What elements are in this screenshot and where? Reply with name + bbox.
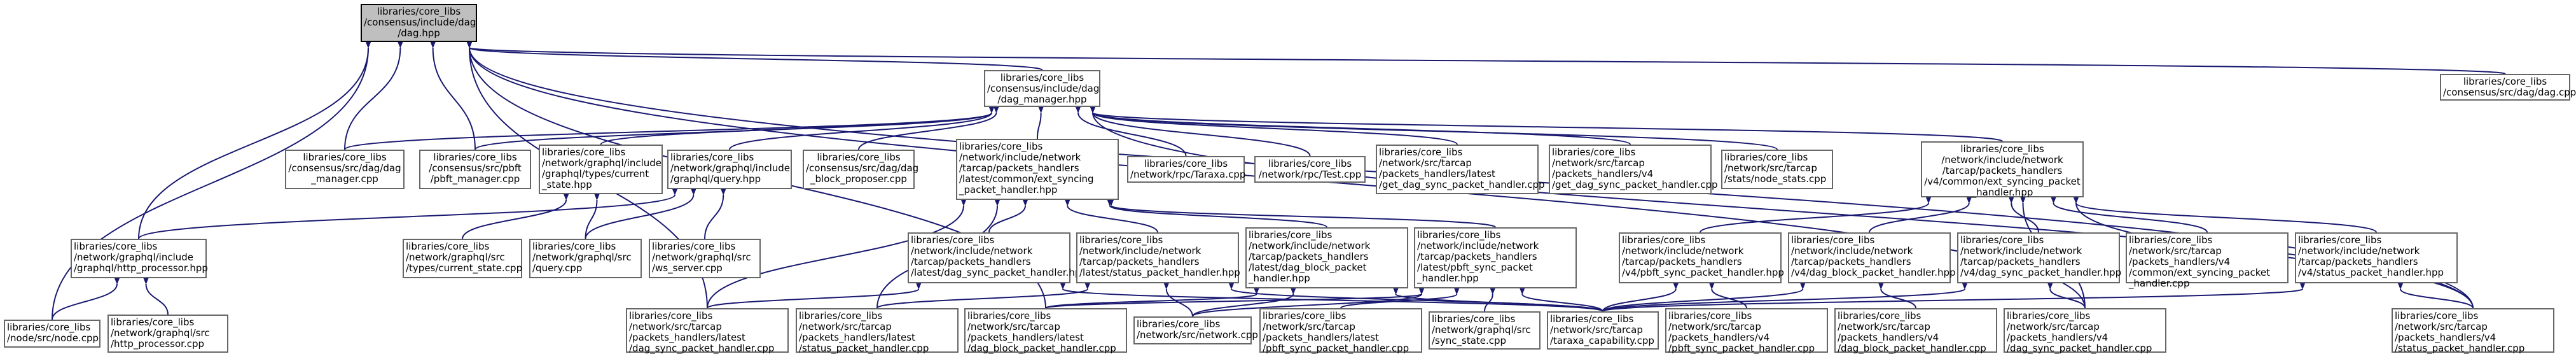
node-dag-sync-packet-handler-cpp[interactable]: libraries/core_libs /network/src/tarcap …	[626, 308, 789, 354]
edge-dag-manager-cpp-to-dag-manager-hpp	[344, 106, 995, 150]
node-node-stats-cpp[interactable]: libraries/core_libs /network/src/tarcap …	[1721, 150, 1833, 189]
node-current-state-hpp[interactable]: libraries/core_libs /network/graphql/inc…	[539, 145, 663, 194]
edge-test-cpp-to-dag-manager-hpp	[1090, 106, 1311, 157]
edge-dag-sync-packet-handler-cpp-to-ext-syncing-packet-handler-hpp	[707, 199, 967, 309]
node-get-dag-sync-packet-handler-cpp[interactable]: libraries/core_libs /network/src/tarcap …	[1376, 145, 1545, 194]
edge-get-dag-sync-packet-handler-cpp-to-dag-manager-hpp	[1090, 106, 1458, 145]
node-ws-server-cpp[interactable]: libraries/core_libs /network/graphql/src…	[649, 239, 761, 278]
edge-dag-block-packet-handler-hpp-to-ext-syncing-packet-handler-hpp	[1107, 199, 1327, 228]
edge-pbft-sync-packet-handler-hpp-to-ext-syncing-packet-handler-hpp	[1108, 199, 1496, 228]
edge-node-cpp-to-http-processor-hpp	[52, 278, 120, 320]
node-taraxa-cpp[interactable]: libraries/core_libs /network/rpc/Taraxa.…	[1127, 156, 1245, 183]
edge-v4-ext-syncing-packet-handler-hpp-to-dag-manager-hpp	[1090, 106, 2003, 142]
node-dag-sync-packet-handler-hpp[interactable]: libraries/core_libs /network/include/net…	[908, 232, 1087, 283]
edge-http-processor-cpp-to-http-processor-hpp	[143, 278, 169, 315]
edge-dag-block-packet-handler-cpp-to-dag-block-packet-handler-hpp	[1045, 288, 1259, 309]
node-http-processor-cpp[interactable]: libraries/core_libs /network/graphql/src…	[107, 315, 228, 353]
edge-http-processor-hpp-to-query-hpp	[138, 188, 678, 239]
node-pbft-sync-packet-handler-cpp[interactable]: libraries/core_libs /network/src/tarcap …	[1259, 308, 1422, 354]
node-taraxa-capability-cpp[interactable]: libraries/core_libs /network/src/tarcap …	[1547, 311, 1659, 350]
edge-status-packet-handler-cpp-to-status-packet-handler-hpp	[876, 283, 1090, 309]
edge-http-processor-hpp-to-dag-hpp	[138, 41, 371, 239]
edge-sync-state-cpp-to-pbft-sync-packet-handler-hpp	[1484, 288, 1495, 312]
edge-pbft-manager-cpp-to-dag-hpp	[430, 41, 476, 150]
edge-taraxa-capability-cpp-to-dag-block-packet-handler-hpp	[1393, 288, 1603, 312]
node-v4-pbft-sync-packet-handler-cpp[interactable]: libraries/core_libs /network/src/tarcap …	[1665, 308, 1828, 354]
node-v4-get-dag-sync-packet-handler-cpp[interactable]: libraries/core_libs /network/src/tarcap …	[1549, 145, 1718, 194]
node-node-cpp[interactable]: libraries/core_libs /node/src/node.cpp	[4, 320, 100, 348]
node-query-cpp[interactable]: libraries/core_libs /network/graphql/src…	[529, 239, 642, 278]
node-v4-ext-syncing-packet-handler-cpp[interactable]: libraries/core_libs /network/src/tarcap …	[2126, 232, 2289, 289]
edge-current-state-hpp-to-dag-manager-hpp	[600, 106, 995, 145]
node-current-state-cpp[interactable]: libraries/core_libs /network/graphql/src…	[403, 239, 522, 278]
edge-dag-manager-hpp-to-dag-hpp	[466, 41, 1043, 71]
edge-taraxa-capability-cpp-to-v4-dag-block-packet-handler-hpp	[1602, 283, 1806, 312]
edge-taraxa-cpp-to-dag-manager-hpp	[1075, 106, 1187, 157]
node-dag-block-packet-handler-cpp[interactable]: libraries/core_libs /network/src/tarcap …	[964, 308, 1127, 354]
node-network-cpp[interactable]: libraries/core_libs /network/src/network…	[1133, 316, 1258, 344]
edge-dag-manager-cpp-to-dag-hpp	[344, 41, 403, 150]
node-status-packet-handler-hpp[interactable]: libraries/core_libs /network/include/net…	[1076, 232, 1240, 283]
edge-v4-ext-syncing-packet-handler-cpp-to-v4-ext-syncing-packet-handler-hpp	[2051, 197, 2208, 233]
edge-v4-status-packet-handler-hpp-to-v4-ext-syncing-packet-handler-hpp	[2073, 197, 2377, 233]
node-pbft-sync-packet-handler-hpp[interactable]: libraries/core_libs /network/include/net…	[1414, 227, 1577, 288]
node-v4-ext-syncing-packet-handler-hpp[interactable]: libraries/core_libs /network/include/net…	[1921, 141, 2084, 198]
edge-network-cpp-to-dag-block-packet-handler-hpp	[1192, 288, 1296, 317]
node-query-hpp[interactable]: libraries/core_libs /network/graphql/inc…	[667, 150, 792, 189]
edge-node-cpp-to-dag-hpp	[52, 41, 371, 320]
node-dag-hpp[interactable]: libraries/core_libs /consensus/include/d…	[361, 4, 477, 42]
edge-ws-server-cpp-to-query-hpp	[704, 188, 726, 239]
edge-v4-dag-block-packet-handler-cpp-to-v4-dag-block-packet-handler-hpp	[1878, 283, 1916, 309]
edge-dag-cpp-to-dag-hpp	[466, 41, 2506, 74]
edge-v4-dag-block-packet-handler-hpp-to-v4-ext-syncing-packet-handler-hpp	[1869, 197, 1972, 233]
edge-taraxa-capability-cpp-to-pbft-sync-packet-handler-hpp	[1520, 288, 1603, 312]
node-dag-manager-cpp[interactable]: libraries/core_libs /consensus/src/dag/d…	[285, 150, 405, 189]
edge-query-cpp-to-current-state-hpp	[585, 194, 600, 239]
node-test-cpp[interactable]: libraries/core_libs /network/rpc/Test.cp…	[1254, 156, 1366, 183]
edge-taraxa-capability-cpp-to-v4-dag-sync-packet-handler-hpp	[1602, 283, 1968, 312]
edge-pbft-sync-packet-handler-cpp-to-pbft-sync-packet-handler-hpp	[1340, 288, 1460, 309]
edge-taraxa-capability-cpp-to-v4-status-packet-handler-hpp	[1602, 283, 2306, 312]
node-v4-dag-block-packet-handler-hpp[interactable]: libraries/core_libs /network/include/net…	[1788, 232, 1956, 283]
node-dag-block-packet-handler-hpp[interactable]: libraries/core_libs /network/include/net…	[1245, 227, 1408, 288]
node-v4-status-packet-handler-cpp[interactable]: libraries/core_libs /network/src/tarcap …	[2392, 308, 2554, 354]
edge-taraxa-capability-cpp-to-v4-pbft-sync-packet-handler-hpp	[1602, 283, 1679, 312]
edge-dag-sync-packet-handler-hpp-to-ext-syncing-packet-handler-hpp	[988, 199, 1028, 233]
edge-query-cpp-to-query-hpp	[585, 188, 696, 239]
node-dag-cpp[interactable]: libraries/core_libs /consensus/src/dag/d…	[2440, 74, 2576, 101]
edge-v4-status-packet-handler-cpp-to-v4-status-packet-handler-hpp	[2397, 283, 2474, 309]
edge-status-packet-handler-hpp-to-ext-syncing-packet-handler-hpp	[1065, 199, 1158, 233]
node-v4-status-packet-handler-hpp[interactable]: libraries/core_libs /network/include/net…	[2295, 232, 2458, 283]
node-dag-block-proposer-cpp[interactable]: libraries/core_libs /consensus/src/dag/d…	[803, 150, 918, 189]
node-v4-dag-sync-packet-handler-cpp[interactable]: libraries/core_libs /network/src/tarcap …	[2004, 308, 2166, 354]
edge-dag-sync-packet-handler-cpp-to-dag-sync-packet-handler-hpp	[707, 283, 922, 309]
node-http-processor-hpp[interactable]: libraries/core_libs /network/graphql/inc…	[71, 239, 208, 278]
node-dag-manager-hpp[interactable]: libraries/core_libs /consensus/include/d…	[984, 70, 1100, 107]
edge-ext-syncing-packet-handler-hpp-to-dag-manager-hpp	[1037, 106, 1044, 139]
edge-current-state-cpp-to-current-state-hpp	[462, 194, 569, 239]
edge-dag-block-packet-handler-cpp-to-pbft-sync-packet-handler-hpp	[1045, 288, 1425, 309]
edge-dag-block-proposer-cpp-to-dag-manager-hpp	[858, 106, 999, 150]
node-sync-state-cpp[interactable]: libraries/core_libs /network/graphql/src…	[1429, 311, 1541, 350]
node-v4-pbft-sync-packet-handler-hpp[interactable]: libraries/core_libs /network/include/net…	[1619, 232, 1784, 283]
edge-network-cpp-to-pbft-sync-packet-handler-hpp	[1192, 288, 1425, 317]
edge-taraxa-capability-cpp-to-dag-sync-packet-handler-hpp	[1060, 283, 1603, 312]
edge-v4-pbft-sync-packet-handler-hpp-to-v4-ext-syncing-packet-handler-hpp	[1700, 197, 1932, 233]
node-ext-syncing-packet-handler-hpp[interactable]: libraries/core_libs /network/include/net…	[956, 139, 1119, 200]
edge-node-stats-cpp-to-dag-manager-hpp	[1090, 106, 1778, 150]
node-pbft-manager-cpp[interactable]: libraries/core_libs /consensus/src/pbft …	[419, 150, 531, 189]
edge-query-hpp-to-dag-manager-hpp	[729, 106, 995, 150]
node-v4-dag-sync-packet-handler-hpp[interactable]: libraries/core_libs /network/include/net…	[1957, 232, 2121, 283]
node-status-packet-handler-cpp[interactable]: libraries/core_libs /network/src/tarcap …	[796, 308, 959, 354]
node-v4-dag-block-packet-handler-cpp[interactable]: libraries/core_libs /network/src/tarcap …	[1834, 308, 1997, 354]
